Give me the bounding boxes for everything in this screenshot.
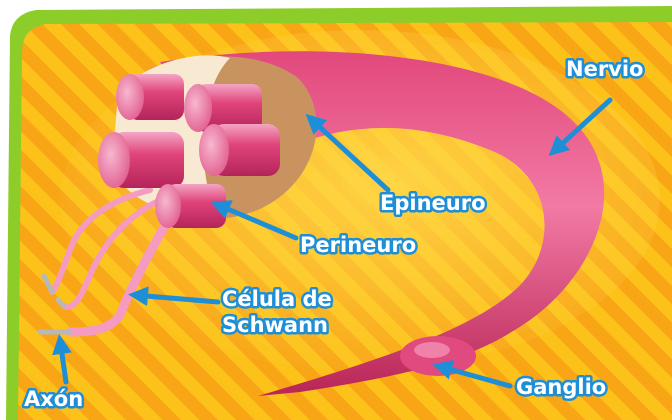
label-epineuro: Epineuro bbox=[380, 191, 486, 215]
fascicle-cap bbox=[116, 74, 144, 120]
fascicle-cap bbox=[199, 124, 229, 176]
fascicle-cap bbox=[98, 132, 130, 188]
label-celula-line2: Schwann bbox=[222, 313, 328, 337]
label-axon: Axón bbox=[24, 387, 83, 411]
label-ganglio: Ganglio bbox=[516, 375, 606, 399]
ganglion-highlight bbox=[414, 342, 450, 358]
label-perineuro: Perineuro bbox=[300, 233, 416, 257]
fascicle-cap bbox=[184, 84, 212, 132]
label-nervio: Nervio bbox=[566, 57, 644, 81]
fascicle-cap bbox=[155, 184, 181, 228]
label-celula-line1: Célula de bbox=[222, 287, 332, 311]
